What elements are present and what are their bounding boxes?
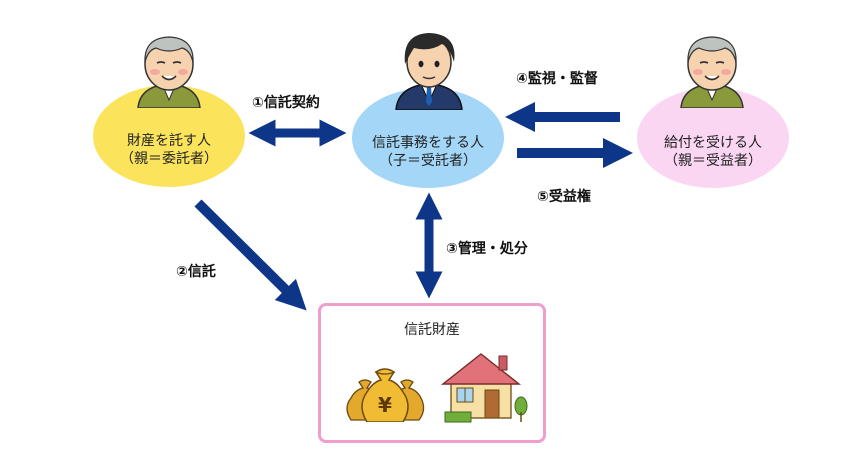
trust-asset-title: 信託財産 — [404, 322, 460, 338]
elderly-man-icon — [137, 36, 201, 108]
trustee-role: （子＝受託者） — [379, 153, 477, 169]
beneficiary-label: 給付を受ける人 — [664, 135, 762, 151]
yen-symbol: ¥ — [378, 393, 392, 417]
settlor-role: （親＝委託者） — [120, 151, 218, 167]
beneficiary-role: （親＝受益者） — [664, 153, 762, 169]
entrust-label: ②信託 — [176, 264, 216, 280]
house-icon — [441, 353, 528, 423]
contract-label: ①信託契約 — [252, 95, 320, 111]
young-man-icon — [395, 33, 463, 110]
settlor-label: 財産を託す人 — [127, 133, 211, 149]
manage-label: ③管理・処分 — [446, 241, 528, 257]
benefit-label: ⑤受益権 — [537, 189, 591, 205]
money-bags-icon: ¥ — [346, 368, 425, 422]
monitor-label: ④監視・監督 — [516, 71, 598, 87]
trust-asset-box: 信託財産 ¥ — [318, 303, 546, 443]
elderly-man-icon — [680, 36, 744, 108]
trustee-label: 信託事務をする人 — [372, 135, 484, 151]
entrust-arrow — [194, 199, 307, 311]
